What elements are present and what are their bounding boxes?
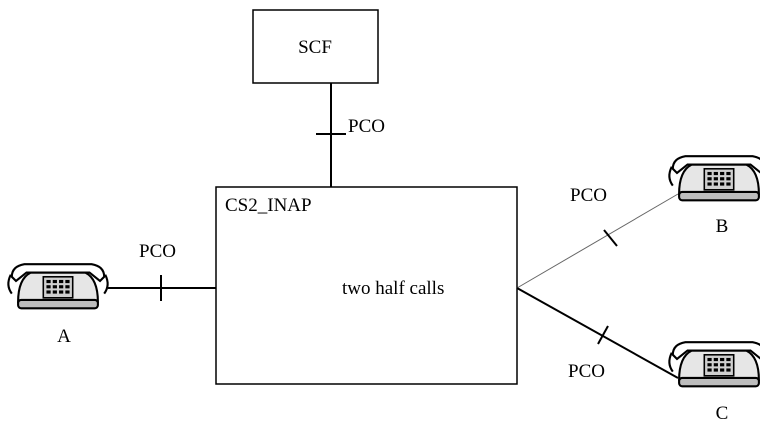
c-pco-tick xyxy=(597,325,609,345)
c-pco-label: PCO xyxy=(568,361,605,382)
cs2-inap-title: CS2_INAP xyxy=(225,195,312,216)
scf-box xyxy=(252,9,379,84)
b-link-line xyxy=(516,193,679,289)
phone-b-label: B xyxy=(716,216,729,237)
b-pco-tick xyxy=(603,229,618,247)
scf-label: SCF xyxy=(298,37,332,58)
a-pco-label: PCO xyxy=(139,241,176,262)
telephone-icon xyxy=(668,341,760,388)
cs2-inap-box xyxy=(215,186,518,385)
telephone-icon xyxy=(7,263,109,310)
phone-c-label: C xyxy=(716,403,729,424)
phone-a-label: A xyxy=(57,326,71,347)
telephone-icon xyxy=(668,155,760,202)
b-pco-label: PCO xyxy=(570,185,607,206)
scf-pco-label: PCO xyxy=(348,116,385,137)
c-link-line xyxy=(516,287,679,379)
cs2-inap-body: two half calls xyxy=(342,278,444,299)
